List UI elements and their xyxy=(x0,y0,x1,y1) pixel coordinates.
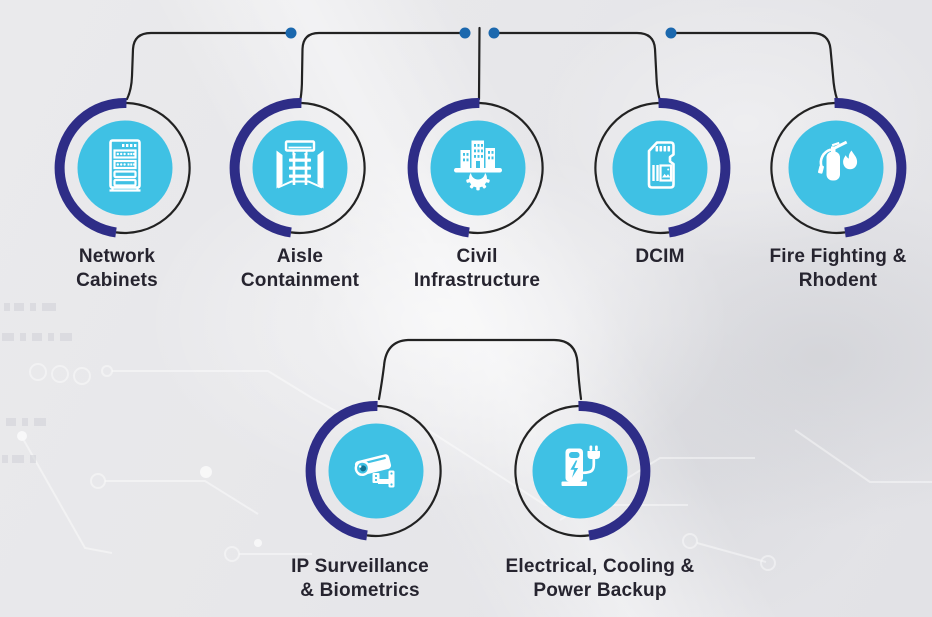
fire-extinguisher-icon xyxy=(818,140,858,181)
accent-ring-arc xyxy=(658,97,731,238)
node-fire-fighting xyxy=(761,93,911,243)
thin-ring-arc xyxy=(290,101,366,235)
server-rack-icon xyxy=(109,139,141,192)
connector-line-dcim xyxy=(492,31,661,101)
accent-ring-arc xyxy=(54,97,127,238)
label-electrical-cooling: Electrical, Cooling & Power Backup xyxy=(505,556,695,601)
ev-charger-icon xyxy=(561,445,600,486)
connector-dot-4 xyxy=(665,27,677,39)
label-civil-infrastructure: Civil Infrastructure xyxy=(413,246,541,291)
thin-ring-arc xyxy=(594,101,670,235)
thin-ring-arc xyxy=(468,101,544,235)
label-fire-fighting: Fire Fighting & Rhodent xyxy=(769,246,907,291)
cctv-camera-icon xyxy=(354,454,395,488)
accent-ring-arc xyxy=(834,97,907,238)
connector-line-aisle-containment xyxy=(299,31,467,101)
thin-ring-arc xyxy=(366,404,442,538)
connector-stem-civil-infrastructure xyxy=(477,26,481,101)
node-dcim xyxy=(585,93,735,243)
connector-dot-3 xyxy=(488,27,500,39)
node-ip-surveillance xyxy=(301,396,451,546)
accent-ring-arc xyxy=(407,97,480,238)
accent-ring-arc xyxy=(578,400,651,541)
memory-card-icon xyxy=(647,141,675,189)
accent-ring-arc xyxy=(229,97,302,238)
connector-line-fire-fighting xyxy=(669,31,839,101)
node-aisle-containment xyxy=(225,93,375,243)
node-network-cabinets xyxy=(50,93,200,243)
connector-dot-1 xyxy=(285,27,297,39)
aisle-containment-icon xyxy=(276,140,324,189)
thin-ring-arc xyxy=(770,101,846,235)
connector-arch-bottom-row xyxy=(377,338,583,401)
label-dcim: DCIM xyxy=(635,246,685,267)
connector-dot-2 xyxy=(459,27,471,39)
thin-ring-arc xyxy=(115,101,191,235)
connector-line-network-cabinets xyxy=(125,31,293,101)
label-network-cabinets: Network Cabinets xyxy=(76,246,158,291)
thin-ring-arc xyxy=(514,404,590,538)
node-civil-infrastructure xyxy=(403,93,553,243)
label-aisle-containment: Aisle Containment xyxy=(240,246,360,291)
node-electrical-cooling xyxy=(505,396,655,546)
building-gear-icon xyxy=(454,140,502,191)
accent-ring-arc xyxy=(305,400,378,541)
label-ip-surveillance: IP Surveillance & Biometrics xyxy=(291,556,429,601)
